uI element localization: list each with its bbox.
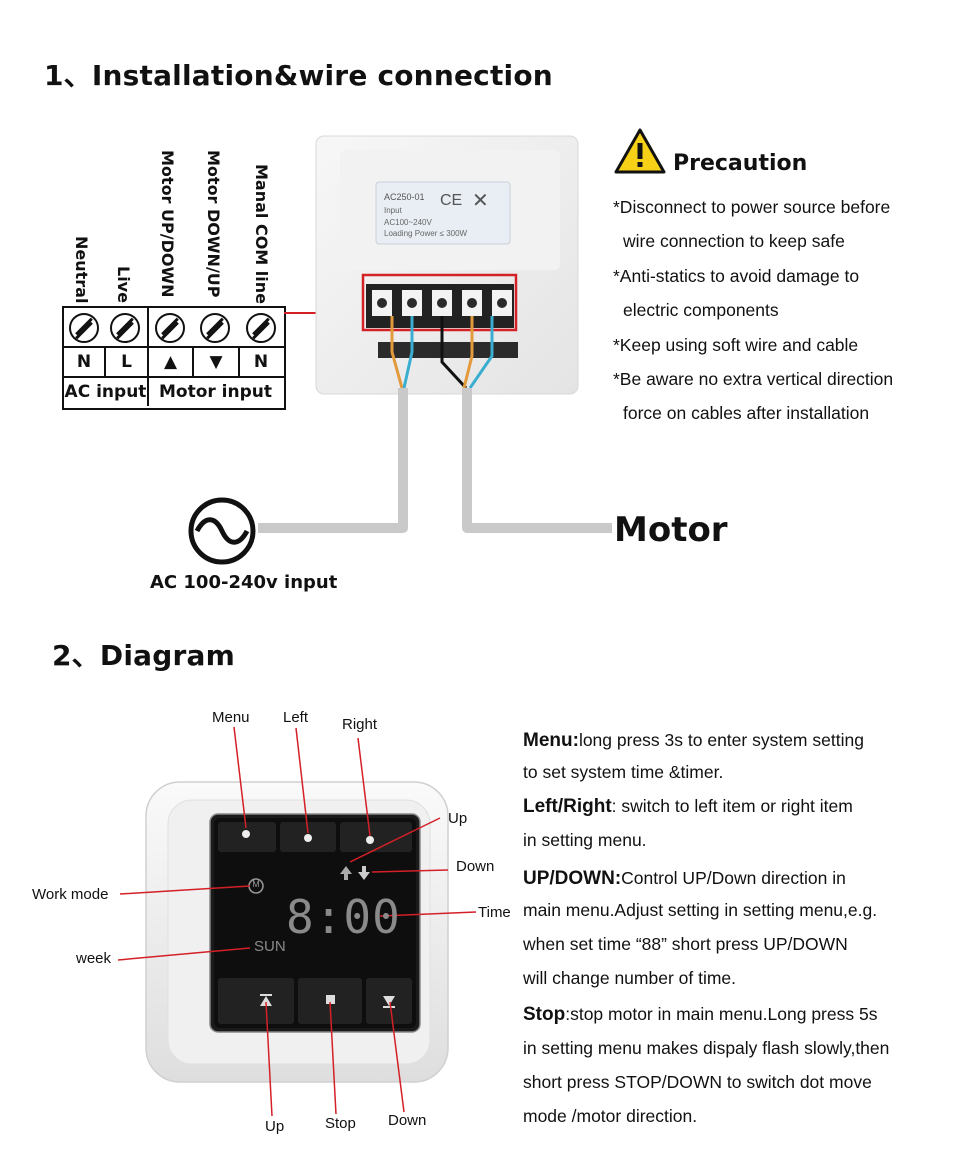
device-input-label: Input bbox=[384, 206, 402, 215]
ac-input-label: AC 100-240v input bbox=[150, 572, 338, 593]
precaution-line-3: *Anti-statics to avoid damage to bbox=[613, 266, 860, 286]
group-ac-input: AC input bbox=[64, 381, 147, 402]
symbol-n: N bbox=[76, 352, 92, 372]
screw-motor-up-icon bbox=[155, 313, 185, 343]
desc-ud-line3: when set time “88” short press UP/DOWN bbox=[523, 934, 848, 954]
desc-lr-key: Left/Right bbox=[523, 796, 612, 817]
section1-title: 1、Installation&wire connection bbox=[44, 59, 553, 92]
weee-bin-icon: ✕ bbox=[472, 188, 489, 212]
screw-neutral-icon bbox=[69, 313, 99, 343]
desc-ud-line1: UP/DOWN:Control UP/Down direction in bbox=[523, 868, 846, 889]
panel-illustration bbox=[117, 726, 477, 1117]
symbol-down-arrow: ▼ bbox=[209, 352, 223, 372]
symbol-com-n: N bbox=[253, 352, 269, 372]
wiring-illustration bbox=[188, 128, 666, 565]
label-live: Live bbox=[114, 266, 133, 303]
desc-menu-line1: Menu:long press 3s to enter system setti… bbox=[523, 730, 864, 751]
desc-ud-line2: main menu.Adjust setting in setting menu… bbox=[523, 900, 878, 920]
screw-motor-down-icon bbox=[200, 313, 230, 343]
callout-stop: Stop bbox=[325, 1115, 356, 1132]
symbol-l: L bbox=[121, 352, 132, 372]
callout-work-mode: Work mode bbox=[32, 886, 109, 903]
precaution-line-1: *Disconnect to power source before bbox=[613, 197, 891, 217]
day-display: SUN bbox=[254, 938, 286, 955]
precaution-line-6: *Be aware no extra vertical direction bbox=[613, 369, 894, 389]
time-display: 8:00 bbox=[286, 890, 401, 944]
callout-time: Time bbox=[478, 904, 511, 921]
callout-down-top: Down bbox=[456, 858, 495, 875]
callout-left: Left bbox=[283, 709, 309, 726]
desc-stop-key: Stop bbox=[523, 1004, 566, 1025]
precaution-line-5: *Keep using soft wire and cable bbox=[613, 335, 859, 355]
screw-com-icon bbox=[246, 313, 276, 343]
precaution-line-7: force on cables after installation bbox=[623, 403, 870, 423]
label-motor-up-down: Motor UP/DOWN bbox=[158, 150, 177, 298]
desc-lr-line1: Left/Right: switch to left item or right… bbox=[523, 796, 853, 817]
desc-ud-key: UP/DOWN: bbox=[523, 868, 622, 889]
precaution-title: Precaution bbox=[673, 151, 808, 176]
desc-menu-key: Menu: bbox=[523, 730, 579, 751]
label-motor-down-up: Motor DOWN/UP bbox=[204, 150, 223, 298]
precaution-line-2: wire connection to keep safe bbox=[623, 231, 845, 251]
screw-live-icon bbox=[110, 313, 140, 343]
callout-right: Right bbox=[342, 716, 378, 733]
callout-up-bottom: Up bbox=[265, 1118, 285, 1135]
callout-down-bottom: Down bbox=[388, 1112, 427, 1129]
precaution-line-4: electric components bbox=[623, 300, 779, 320]
callout-up-top: Up bbox=[448, 810, 468, 827]
label-manal-com-line: Manal COM line bbox=[252, 164, 271, 305]
desc-stop-line3: short press STOP/DOWN to switch dot move bbox=[523, 1072, 872, 1092]
device-power: Loading Power ≤ 300W bbox=[384, 229, 468, 238]
mode-icon: M bbox=[252, 879, 260, 889]
desc-menu-line2: to set system time &timer. bbox=[523, 762, 724, 782]
section2-title: 2、Diagram bbox=[52, 639, 235, 672]
ce-mark: CE bbox=[440, 192, 463, 209]
device-model: AC250-01 bbox=[384, 192, 425, 202]
motor-label: Motor bbox=[614, 510, 728, 550]
callout-week: week bbox=[76, 950, 112, 967]
desc-stop-line1: Stop:stop motor in main menu.Long press … bbox=[523, 1004, 878, 1025]
desc-ud-line4: will change number of time. bbox=[523, 968, 737, 988]
desc-lr-line2: in setting menu. bbox=[523, 830, 647, 850]
callout-menu: Menu bbox=[212, 709, 250, 726]
desc-stop-line2: in setting menu makes dispaly flash slow… bbox=[523, 1038, 890, 1058]
group-motor-input: Motor input bbox=[158, 381, 273, 402]
device-voltage: AC100~240V bbox=[384, 218, 432, 227]
symbol-up-arrow: ▲ bbox=[163, 352, 178, 372]
desc-stop-line4: mode /motor direction. bbox=[523, 1106, 698, 1126]
label-neutral: Neutral bbox=[72, 236, 91, 304]
